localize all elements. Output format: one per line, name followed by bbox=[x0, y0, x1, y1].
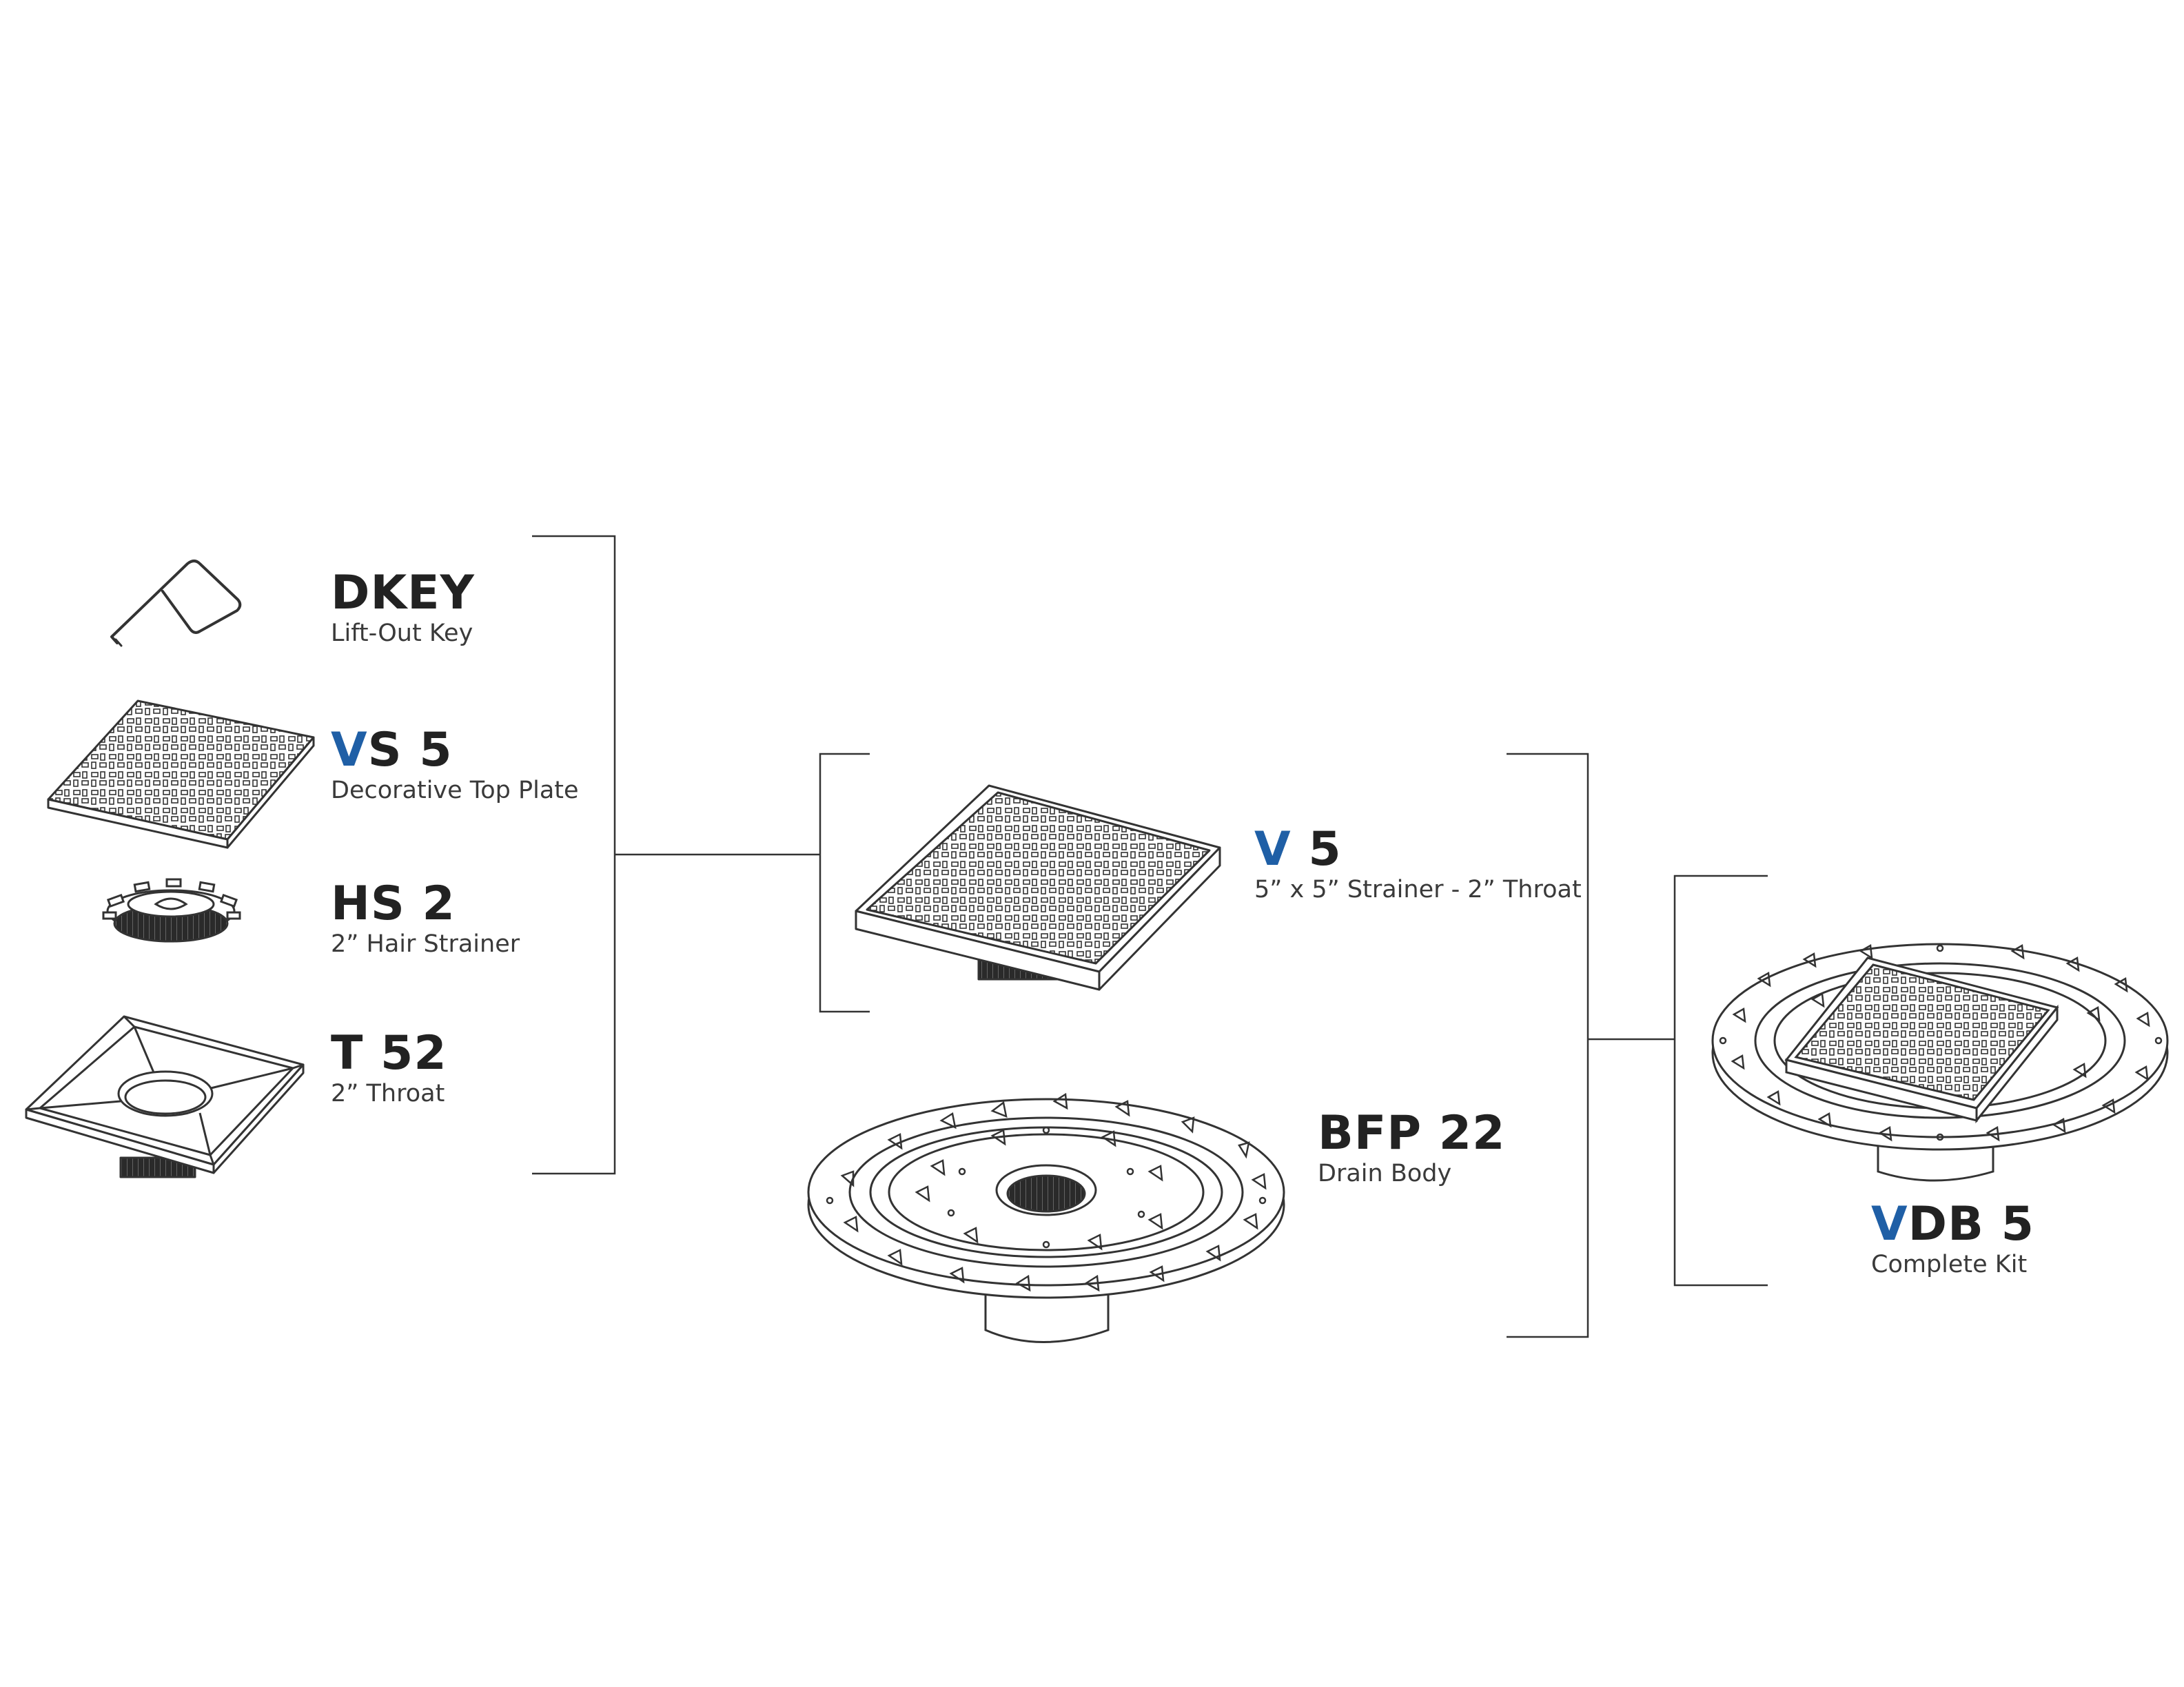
part-description: Complete Kit bbox=[1871, 1251, 2028, 1278]
part-code: T 52 bbox=[331, 1028, 447, 1079]
part-code-text: 5 bbox=[1291, 822, 1342, 877]
part-code-accent: V bbox=[1871, 1197, 1908, 1251]
part-code-text: HS 2 bbox=[331, 877, 456, 931]
part-code-text: S 5 bbox=[367, 723, 453, 777]
part-label-hs2: HS 2 2” Hair Strainer bbox=[331, 879, 520, 959]
part-code-accent: V bbox=[1254, 822, 1292, 877]
lift-out-key-icon bbox=[110, 560, 242, 647]
bracket-right-group bbox=[1507, 753, 1589, 1338]
part-code: VDB 5 bbox=[1871, 1199, 2034, 1250]
part-code: DKEY bbox=[331, 568, 475, 619]
part-description: Decorative Top Plate bbox=[331, 777, 579, 804]
part-description: 2” Hair Strainer bbox=[331, 930, 520, 958]
part-code-text: BFP 22 bbox=[1318, 1106, 1506, 1161]
part-label-dkey: DKEY Lift-Out Key bbox=[331, 568, 475, 648]
part-code: VS 5 bbox=[331, 725, 579, 776]
part-label-v5: V 5 5” x 5” Strainer - 2” Throat bbox=[1254, 824, 1582, 904]
drain-body-icon bbox=[807, 1092, 1285, 1343]
part-description: 2” Throat bbox=[331, 1080, 445, 1107]
part-label-vdb5: VDB 5 Complete Kit bbox=[1871, 1199, 2034, 1279]
part-label-t52: T 52 2” Throat bbox=[331, 1028, 447, 1108]
complete-kit-icon bbox=[1711, 943, 2169, 1182]
part-code: V 5 bbox=[1254, 824, 1582, 875]
connector-lines bbox=[532, 535, 1768, 1338]
hair-strainer-icon bbox=[102, 878, 241, 943]
bracket-parts-group bbox=[532, 535, 616, 1175]
part-label-vs5: VS 5 Decorative Top Plate bbox=[331, 725, 579, 805]
part-description: Lift-Out Key bbox=[331, 620, 473, 647]
part-code-accent: V bbox=[331, 723, 368, 777]
bracket-kit-left bbox=[1673, 875, 1768, 1287]
throat-icon bbox=[25, 1015, 305, 1178]
strainer-assembly-icon bbox=[855, 784, 1221, 991]
bracket-v5-left bbox=[819, 753, 870, 1013]
part-code: BFP 22 bbox=[1318, 1108, 1505, 1159]
decorative-top-plate-icon bbox=[47, 699, 315, 849]
part-code: HS 2 bbox=[331, 879, 520, 930]
part-code-text: DB 5 bbox=[1908, 1197, 2034, 1251]
part-description: Drain Body bbox=[1318, 1160, 1452, 1187]
part-description: 5” x 5” Strainer - 2” Throat bbox=[1254, 876, 1582, 903]
part-label-bfp22: BFP 22 Drain Body bbox=[1318, 1108, 1505, 1188]
part-code-text: T 52 bbox=[331, 1026, 447, 1081]
part-code-text: DKEY bbox=[331, 566, 475, 620]
